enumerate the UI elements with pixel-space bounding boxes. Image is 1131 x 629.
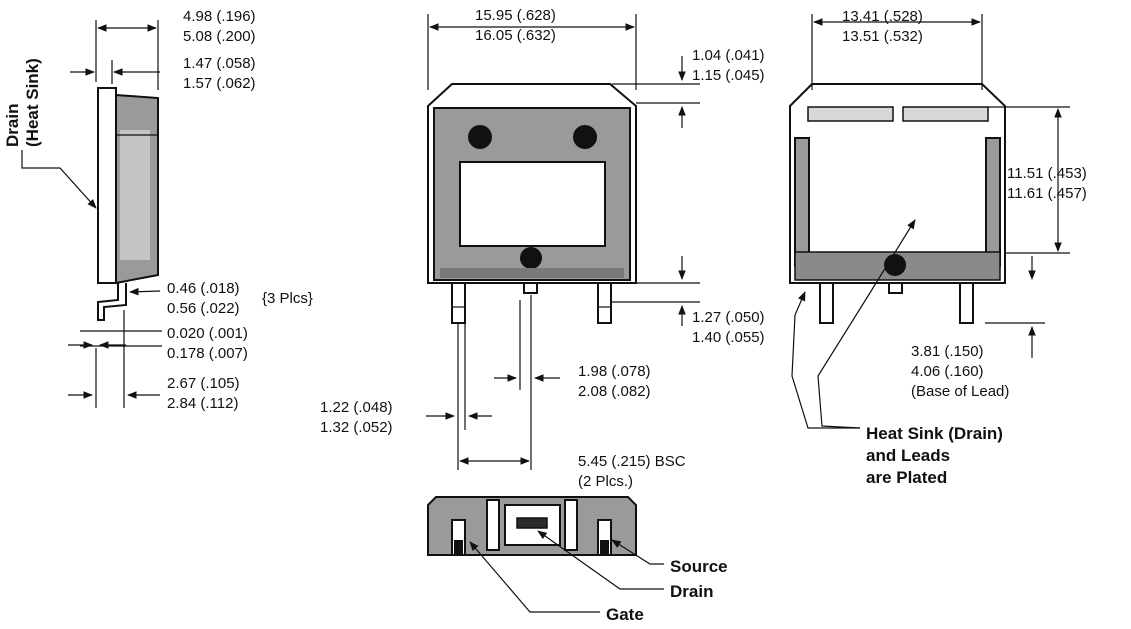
side-dim-tab-2: 1.57 (.062) [183, 75, 256, 92]
back-view: 13.41 (.528) 13.51 (.532) 11.51 (.453) 1… [789, 8, 1087, 487]
bottom-view-body [427, 496, 637, 556]
front-dim-width-2: 16.05 (.632) [475, 27, 556, 44]
back-dim-base-2: 4.06 (.160) [911, 363, 984, 380]
side-dim-total-1: 2.67 (.105) [167, 375, 240, 392]
back-dim-base-3: (Base of Lead) [911, 383, 1009, 400]
back-dim-height-1: 11.51 (.453) [1007, 165, 1087, 182]
label-drain: Drain [670, 582, 713, 601]
front-dim-center-1: 1.98 (.078) [578, 363, 651, 380]
drain-label-line-1: Drain [3, 104, 22, 147]
side-dim-width-2: 5.08 (.200) [183, 28, 256, 45]
side-view-body [97, 87, 159, 321]
side-dim-lead-1: 0.46 (.018) [167, 280, 240, 297]
back-view-body [789, 83, 1006, 324]
back-dim-base-1: 3.81 (.150) [911, 343, 984, 360]
side-dim-width-1: 4.98 (.196) [183, 8, 256, 25]
side-dim-standoff-2: 0.178 (.007) [167, 345, 248, 362]
plating-note-line-2: and Leads [866, 446, 950, 465]
drain-label-line-2: (Heat Sink) [23, 58, 42, 147]
front-dim-leadw-1: 1.22 (.048) [320, 399, 393, 416]
label-gate: Gate [606, 605, 644, 624]
side-dim-total-2: 2.84 (.112) [167, 395, 238, 412]
side-view-lead-dims: 0.46 (.018) 0.56 (.022) {3 Plcs} 0.020 (… [68, 280, 313, 412]
front-view-dims: 15.95 (.628) 16.05 (.632) 1.04 (.041) 1.… [320, 7, 765, 490]
front-dim-pitch-1: 5.45 (.215) BSC [578, 453, 686, 470]
plating-note-line-3: are Plated [866, 468, 947, 487]
back-dim-width-2: 13.51 (.532) [842, 28, 923, 45]
front-view: 15.95 (.628) 16.05 (.632) 1.04 (.041) 1.… [320, 7, 765, 490]
side-dim-standoff-1: 0.020 (.001) [167, 325, 248, 342]
front-dim-leadw-2: 1.32 (.052) [320, 419, 393, 436]
bottom-view: Source Drain Gate [427, 496, 728, 624]
front-dim-pitch-2: (2 Plcs.) [578, 473, 633, 490]
front-dim-width-1: 15.95 (.628) [475, 7, 556, 24]
front-view-body [427, 83, 637, 324]
side-view-top-dims: 4.98 (.196) 5.08 (.200) 1.47 (.058) 1.57… [70, 8, 256, 92]
side-view: 4.98 (.196) 5.08 (.200) 1.47 (.058) 1.57… [3, 8, 313, 412]
side-dim-tab-1: 1.47 (.058) [183, 55, 256, 72]
front-dim-leadlen-1: 1.27 (.050) [692, 309, 765, 326]
back-view-dims: 13.41 (.528) 13.51 (.532) 11.51 (.453) 1… [811, 8, 1087, 400]
front-dim-top-2: 1.15 (.045) [692, 67, 765, 84]
front-dim-top-1: 1.04 (.041) [692, 47, 765, 64]
side-dim-lead-2: 0.56 (.022) [167, 300, 240, 317]
back-dim-height-2: 11.61 (.457) [1007, 185, 1087, 202]
label-source: Source [670, 557, 728, 576]
back-dim-width-1: 13.41 (.528) [842, 8, 923, 25]
plating-note: Heat Sink (Drain) and Leads are Plated [791, 219, 1003, 487]
front-dim-center-2: 2.08 (.082) [578, 383, 651, 400]
side-dim-lead-note: {3 Plcs} [262, 290, 313, 307]
plating-note-line-1: Heat Sink (Drain) [866, 424, 1003, 443]
drain-heat-sink-label: Drain (Heat Sink) [3, 58, 97, 209]
bottom-view-labels: Source Drain Gate [469, 530, 728, 624]
front-dim-leadlen-2: 1.40 (.055) [692, 329, 765, 346]
